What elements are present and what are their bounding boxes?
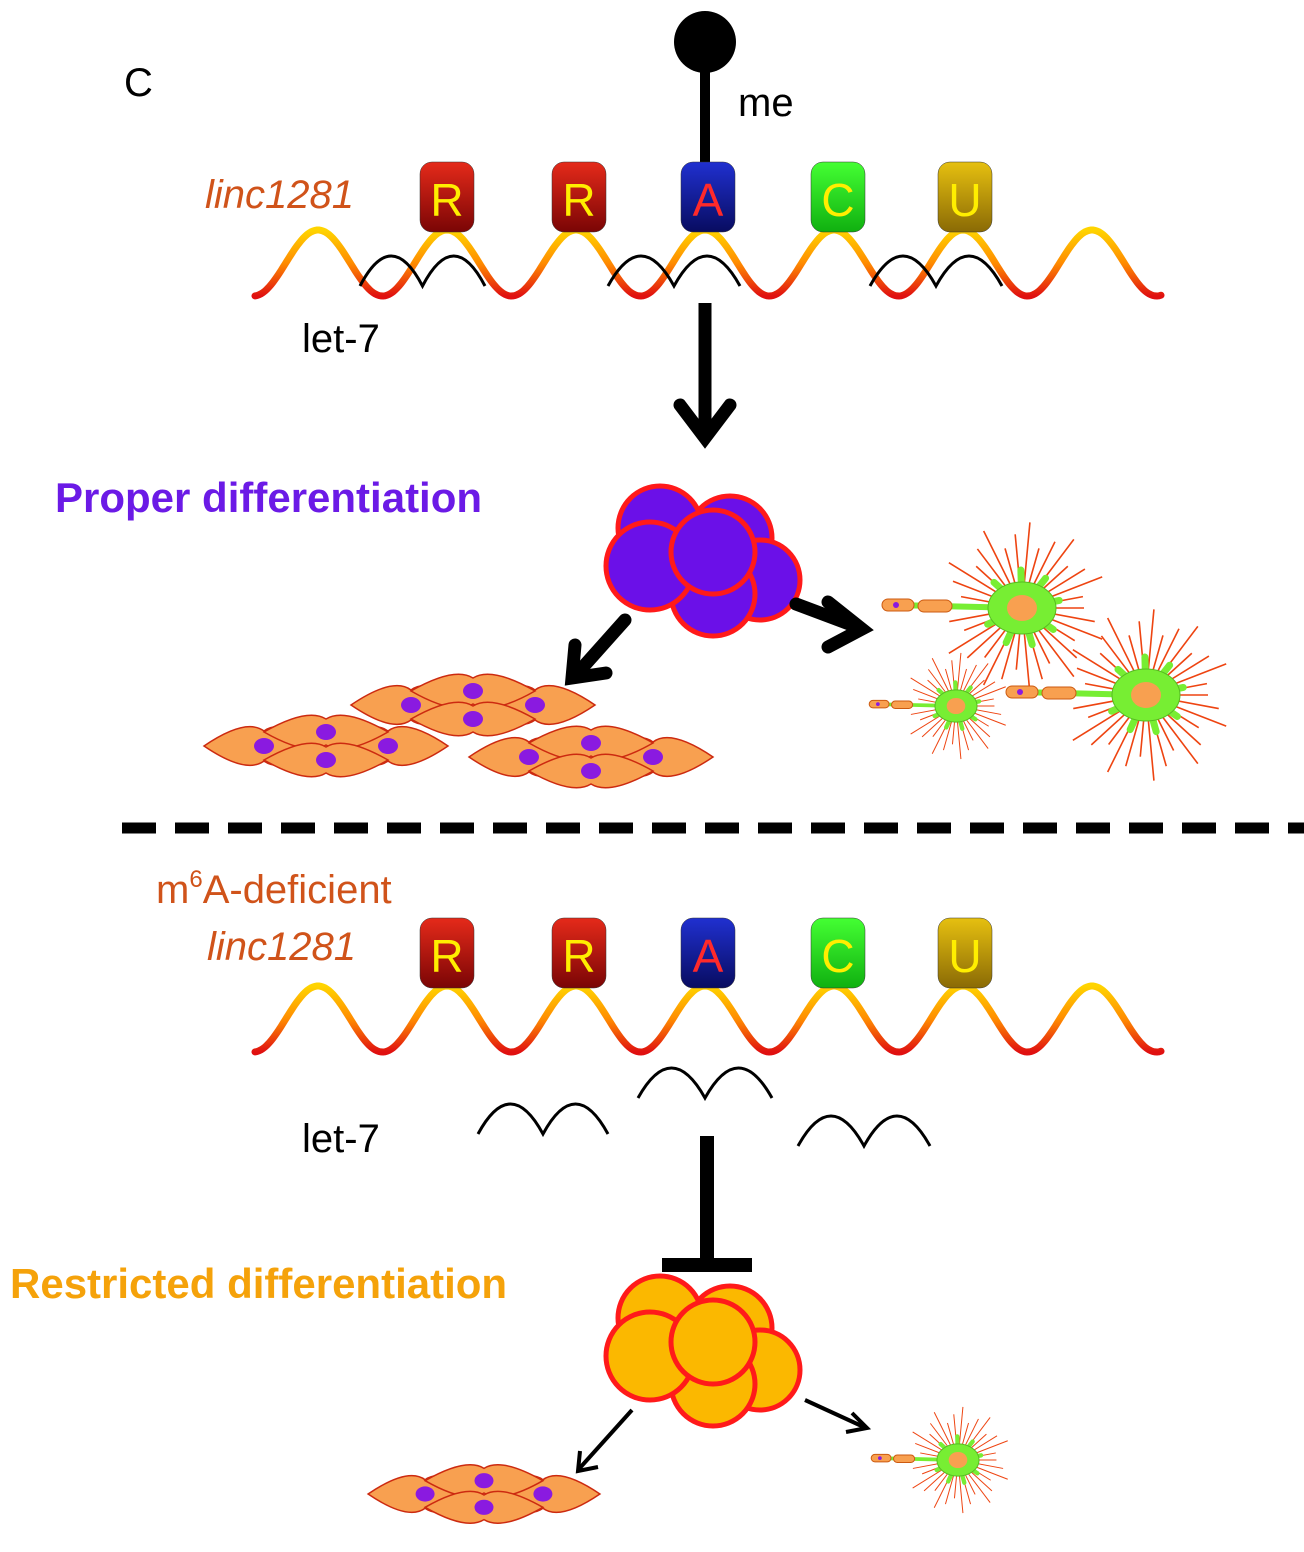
neuron-cell [870,1406,1008,1514]
nucleotide-r: R [419,917,475,989]
nucleotide-letter: R [562,930,595,982]
neuron-group-bottom [870,1406,1008,1514]
nucleotide-letter: U [948,930,981,982]
fibroblast-cell [262,742,390,778]
nucleotide-r: R [551,917,607,989]
nucleotide-letter: A [693,174,724,226]
fibroblast-cell [423,1490,545,1524]
fibroblast-cell [409,701,537,737]
fibroblast-cell [423,1464,545,1498]
top-rna-name: linc1281 [205,173,354,217]
mirna-strand [868,254,1004,290]
nucleotide-c: C [810,161,866,233]
cell-nucleus [378,738,398,754]
fate-arrow-right-top-icon [789,595,874,654]
fibroblast-cell [262,714,390,750]
cell-nucleus [474,1473,494,1489]
nucleotide-letter: C [821,174,854,226]
cell-nucleus [581,763,601,779]
top-rna-strand [251,226,1165,300]
neuron-cell [881,522,1103,694]
mirna-strand [636,1066,774,1102]
cell-nucleus [463,711,483,727]
cell-nucleus [463,683,483,699]
m6a-deficient-label: m6A-deficient [156,866,392,912]
stem-cell-cluster-bottom [603,1273,803,1429]
cell-nucleus [474,1499,494,1515]
fibroblast-group-bottom [366,1464,602,1524]
cell-nucleus [415,1486,435,1502]
cell-nucleus [316,752,336,768]
neuron-nucleus [1007,595,1037,621]
nucleotide-c: C [810,917,866,989]
fate-arrow-left-top-icon [564,613,632,686]
neuron-cell [868,652,1006,760]
bottom-mirna-label: let-7 [302,1117,380,1161]
neuron-nucleus [948,1451,968,1469]
methyl-label: me [738,81,794,125]
proper-differentiation-heading: Proper differentiation [55,474,482,521]
nucleotide-u: U [937,161,993,233]
methyl-mark [674,11,736,168]
nucleotide-letter: R [430,174,463,226]
cell-nucleus [533,1486,553,1502]
stem-cell [668,507,758,597]
stem-cell-cluster-top [603,483,803,639]
restricted-differentiation-heading: Restricted differentiation [10,1260,507,1307]
cell-nucleus [254,738,274,754]
nucleotide-letter: C [821,930,854,982]
methyl-ball-icon [674,11,736,73]
nucleotide-r: R [419,161,475,233]
top-mirna-bound-group [358,254,1004,290]
bottom-mirna-free-group [476,1066,932,1150]
nucleotide-letter: R [562,174,595,226]
stem-cell [668,1297,758,1387]
fibroblast-cell [527,753,655,789]
panel-label: C [124,61,153,105]
neuron-group-top [868,522,1227,781]
neuron-cell [1005,609,1227,781]
top-mirna-label: let-7 [302,317,380,361]
cell-nucleus [316,724,336,740]
nucleotide-letter: U [948,174,981,226]
fate-arrow-left-bottom-icon [575,1408,634,1474]
nucleotide-a: A [680,161,736,233]
nucleotide-letter: R [430,930,463,982]
fate-arrow-right-bottom-icon [804,1398,872,1434]
nucleotide-letter: A [693,930,724,982]
cell-nucleus [519,749,539,765]
neuron-nucleus [946,697,966,715]
cell-nucleus [401,697,421,713]
bottom-rna-name: linc1281 [207,925,356,969]
mirna-strand [358,254,487,290]
cell-nucleus [643,749,663,765]
bottom-rna-strand [251,982,1165,1056]
inhibition-bar-icon [662,1136,752,1272]
fibroblast-cell [409,673,537,709]
fibroblast-group-top [202,673,715,789]
nucleotide-r: R [551,161,607,233]
cell-nucleus [525,697,545,713]
mirna-strand [606,254,742,290]
nucleotide-a: A [680,917,736,989]
nucleotide-u: U [937,917,993,989]
mirna-strand [796,1114,932,1150]
activation-arrow-icon [673,303,737,449]
mirna-strand [476,1102,610,1138]
neuron-nucleus [1131,682,1161,708]
cell-nucleus [581,735,601,751]
